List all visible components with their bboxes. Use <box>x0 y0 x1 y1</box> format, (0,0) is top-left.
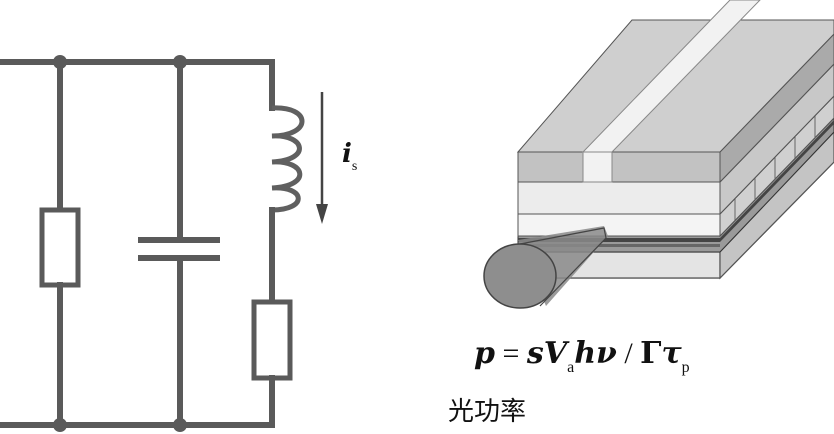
optical-power-caption: 光功率 <box>448 397 526 427</box>
equivalent-circuit: is <box>0 55 357 432</box>
inductor-icon <box>271 105 305 213</box>
inductor-branch <box>251 59 305 428</box>
resistor-icon <box>39 207 81 288</box>
resistor-icon-right <box>251 299 293 381</box>
node-top-mid <box>173 55 187 69</box>
optical-power-formula: p = sVahν / Γτp <box>474 336 690 376</box>
current-label: is <box>342 139 357 174</box>
capacitor-branch <box>138 59 220 428</box>
light-beam-icon <box>483 226 608 309</box>
node-bottom-left <box>53 418 67 432</box>
node-bottom-mid <box>173 418 187 432</box>
node-top-left <box>53 55 67 69</box>
resistor-branch-left <box>39 59 81 428</box>
current-arrow-icon <box>316 92 328 224</box>
